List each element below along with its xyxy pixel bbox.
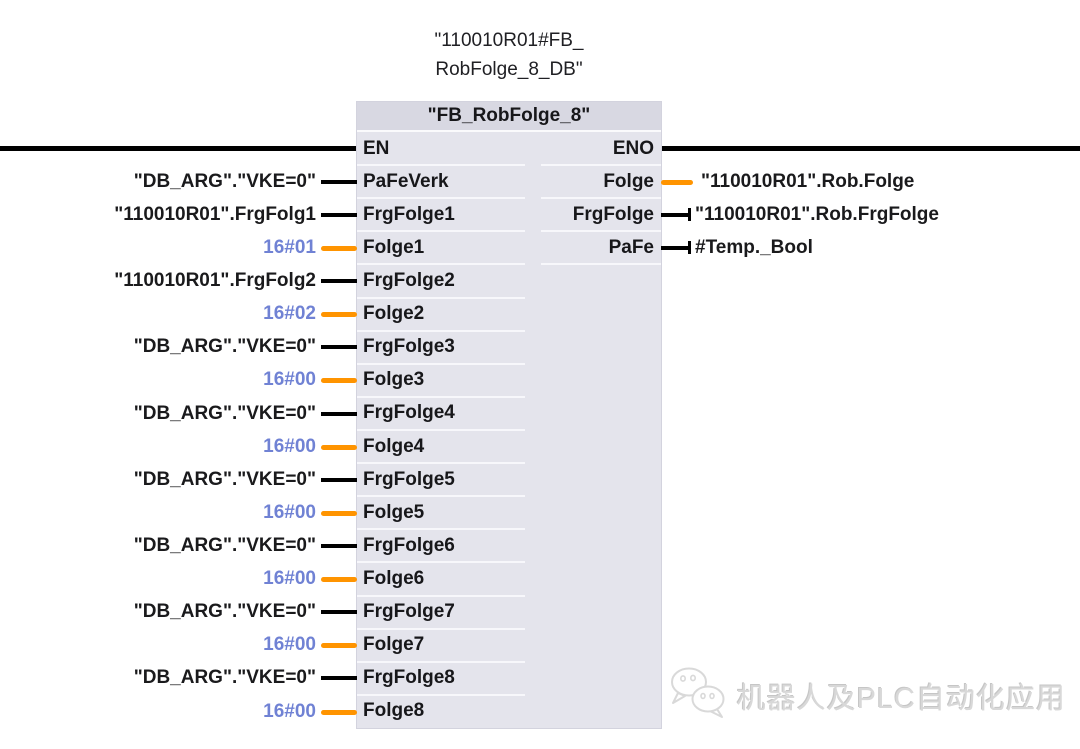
pin-frgfolge4[interactable]: FrgFolge4 (357, 395, 525, 430)
wire-frgfolge6 (321, 544, 357, 548)
operand-folge-out[interactable]: "110010R01".Rob.Folge (701, 171, 915, 192)
pin-frgfolge-out[interactable]: FrgFolge (541, 197, 661, 231)
wire-frgfolge-out (661, 213, 688, 217)
operand-frgfolge7[interactable]: "DB_ARG"."VKE=0" (133, 601, 316, 622)
assign-terminator-frgfolge (688, 208, 691, 221)
wire-folge3 (321, 378, 357, 383)
wire-pafeverk (321, 180, 357, 184)
value-folge8[interactable]: 16#00 (263, 701, 316, 722)
wire-frgfolge5 (321, 478, 357, 482)
pin-folge7[interactable]: Folge7 (357, 627, 525, 662)
value-folge6[interactable]: 16#00 (263, 568, 316, 589)
pin-frgfolge1[interactable]: FrgFolge1 (357, 197, 525, 231)
value-folge2[interactable]: 16#02 (263, 303, 316, 324)
value-folge7[interactable]: 16#00 (263, 634, 316, 655)
instance-db-name-line1: "110010R01#FB_ (434, 30, 584, 51)
pin-folge4[interactable]: Folge4 (357, 428, 525, 463)
wire-folge5 (321, 511, 357, 516)
operand-frgfolge1[interactable]: "110010R01".FrgFolg1 (114, 204, 316, 225)
power-rail-left (0, 146, 357, 151)
pin-frgfolge6[interactable]: FrgFolge6 (357, 528, 525, 562)
pin-folge1[interactable]: Folge1 (357, 230, 525, 264)
watermark-text: 机器人及PLC自动化应用 (736, 682, 1066, 715)
wire-frgfolge1 (321, 213, 357, 217)
wire-frgfolge7 (321, 610, 357, 614)
wire-frgfolge4 (321, 412, 357, 416)
wechat-icon (665, 666, 731, 725)
wire-pafe-out (661, 246, 688, 250)
block-title[interactable]: "FB_RobFolge_8" (357, 102, 661, 132)
pin-pafeverk[interactable]: PaFeVerk (357, 164, 525, 198)
wire-folge7 (321, 643, 357, 648)
operand-frgfolge3[interactable]: "DB_ARG"."VKE=0" (133, 336, 316, 357)
instance-db-name-line2: RobFolge_8_DB" (435, 59, 583, 80)
pin-en[interactable]: EN (363, 137, 390, 159)
wire-folge-out (661, 180, 693, 185)
pin-folge-out[interactable]: Folge (541, 164, 661, 198)
wire-folge4 (321, 445, 357, 450)
pin-pafe-out[interactable]: PaFe (541, 230, 661, 266)
pin-frgfolge3[interactable]: FrgFolge3 (357, 329, 525, 364)
operand-frgfolge6[interactable]: "DB_ARG"."VKE=0" (133, 535, 316, 556)
wire-folge2 (321, 312, 357, 317)
value-folge4[interactable]: 16#00 (263, 436, 316, 457)
value-folge1[interactable]: 16#01 (263, 237, 316, 258)
operand-pafe-out[interactable]: #Temp._Bool (695, 237, 813, 258)
pin-frgfolge5[interactable]: FrgFolge5 (357, 462, 525, 496)
assign-terminator-pafe (688, 241, 691, 254)
pin-eno[interactable]: ENO (612, 137, 654, 159)
operand-frgfolge8[interactable]: "DB_ARG"."VKE=0" (133, 667, 316, 688)
instance-db-name[interactable]: "110010R01#FB_ RobFolge_8_DB" (357, 26, 661, 84)
wire-frgfolge2 (321, 279, 357, 283)
input-pin-column: EN PaFeVerk FrgFolge1 Folge1 FrgFolge2 F… (357, 132, 525, 728)
block-body: EN PaFeVerk FrgFolge1 Folge1 FrgFolge2 F… (357, 132, 661, 728)
operand-frgfolge-out[interactable]: "110010R01".Rob.FrgFolge (695, 204, 939, 225)
watermark: 机器人及PLC自动化应用 (665, 666, 1066, 725)
pin-folge8[interactable]: Folge8 (357, 693, 525, 728)
pin-frgfolge2[interactable]: FrgFolge2 (357, 263, 525, 297)
output-pin-column: ENO Folge FrgFolge PaFe (541, 132, 661, 266)
pin-folge5[interactable]: Folge5 (357, 495, 525, 529)
wire-frgfolge8 (321, 676, 357, 680)
power-rail-eno (661, 146, 1080, 151)
operand-frgfolge4[interactable]: "DB_ARG"."VKE=0" (133, 403, 316, 424)
operand-pafeverk[interactable]: "DB_ARG"."VKE=0" (133, 171, 316, 192)
wire-folge6 (321, 577, 357, 582)
wire-folge1 (321, 246, 357, 251)
wire-frgfolge3 (321, 345, 357, 349)
function-block[interactable]: "FB_RobFolge_8" EN PaFeVerk FrgFolge1 Fo… (357, 102, 661, 728)
pin-folge3[interactable]: Folge3 (357, 362, 525, 397)
operand-frgfolge2[interactable]: "110010R01".FrgFolg2 (114, 270, 316, 291)
value-folge3[interactable]: 16#00 (263, 369, 316, 390)
wire-folge8 (321, 710, 357, 715)
pin-folge6[interactable]: Folge6 (357, 561, 525, 595)
pin-frgfolge8[interactable]: FrgFolge8 (357, 660, 525, 695)
value-folge5[interactable]: 16#00 (263, 502, 316, 523)
pin-folge2[interactable]: Folge2 (357, 296, 525, 331)
operand-frgfolge5[interactable]: "DB_ARG"."VKE=0" (133, 469, 316, 490)
pin-frgfolge7[interactable]: FrgFolge7 (357, 594, 525, 629)
